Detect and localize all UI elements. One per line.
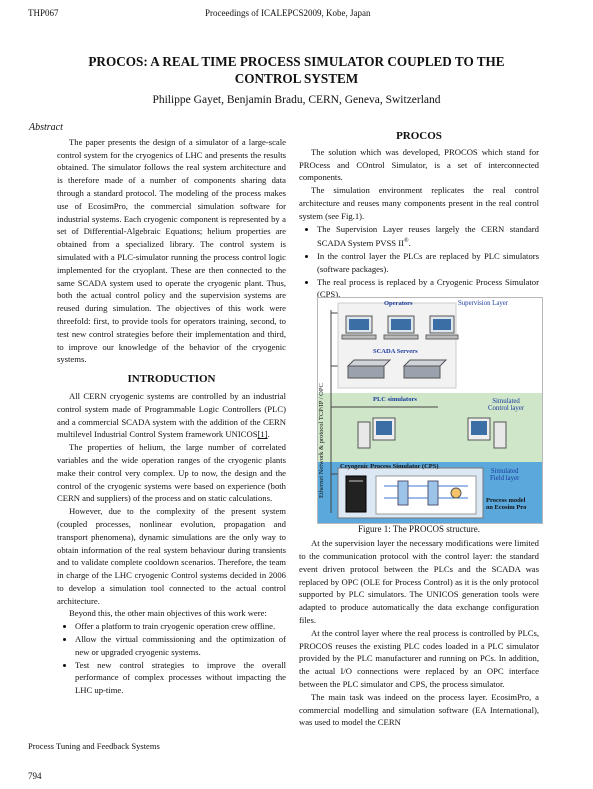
cps-server-tower-icon: [345, 475, 367, 513]
list-item: The Supervision Layer reuses largely the…: [317, 223, 539, 250]
intro-p1-text: All CERN cryogenic systems are controlle…: [57, 390, 286, 440]
process-model-line-1: Process model: [486, 497, 526, 504]
authors: Philippe Gayet, Benjamin Bradu, CERN, Ge…: [152, 94, 441, 106]
intro-paragraph-1: All CERN cryogenic systems are controlle…: [57, 390, 286, 441]
procos-paragraph-4: At the control layer where the real proc…: [299, 627, 539, 689]
title-line-2: CONTROL SYSTEM: [234, 71, 359, 86]
footer-text: Process Tuning and Feedback Systems: [28, 741, 160, 751]
procos-list: The Supervision Layer reuses largely the…: [299, 223, 539, 302]
paper-title: PROCOS: A REAL TIME PROCESS SIMULATOR CO…: [40, 53, 553, 87]
process-model-diagram-icon: [375, 475, 477, 515]
field-layer-label: Field layer: [490, 475, 520, 482]
figure-caption: Figure 1: The PROCOS structure.: [357, 524, 481, 534]
scada-server-icon: [402, 359, 448, 379]
plc-simulator-computer-icon: [357, 417, 396, 449]
procos-paragraph-1: The solution which was developed, PROCOS…: [299, 146, 539, 183]
procos-paragraph-2: The simulation environment replicates th…: [299, 185, 539, 221]
reference-link[interactable]: [1]: [257, 429, 268, 440]
abstract-text: The paper presents the design of a simul…: [57, 136, 286, 365]
procos-paragraph-5: The main task was indeed on the process …: [299, 691, 539, 728]
operators-label: Operators: [384, 300, 413, 307]
header-left: THP067: [28, 8, 59, 18]
simulated-label: Simulated: [492, 398, 520, 405]
intro-paragraph-2: The properties of helium, the large numb…: [57, 442, 286, 504]
registered-mark: ®: [404, 238, 409, 245]
network-label: Ethernet Network & protocol TCP/IP / OPC: [318, 383, 325, 498]
figure-drawing: [330, 302, 507, 519]
left-column: Abstract The paper presents the design o…: [29, 122, 286, 697]
list-item: Test new control strategies to improve t…: [75, 659, 286, 697]
bullet-text: The Supervision Layer reuses largely the…: [317, 223, 539, 249]
operator-computer-icon: [425, 315, 459, 340]
list-item: Allow the virtual commissioning and the …: [75, 633, 286, 659]
intro-p1-tail: .: [267, 429, 270, 440]
introduction-heading: INTRODUCTION: [127, 373, 216, 386]
procos-structure-figure: Operators Supervision Layer SCADA Server…: [317, 297, 543, 524]
cps-label: Cryogenic Process Simulator (CPS): [340, 463, 439, 470]
simulated-label: Simulated: [490, 468, 519, 475]
simulated-control-layer-label: Simulated Control layer: [488, 398, 524, 412]
intro-paragraph-3: However, due to the complexity of the pr…: [57, 506, 286, 606]
list-item: In the control layer the PLCs are replac…: [317, 250, 539, 276]
operator-computer-icon: [341, 315, 377, 340]
right-column: PROCOS The solution which was developed,…: [299, 122, 539, 729]
abstract-heading: Abstract: [29, 122, 63, 133]
control-layer-label: Control layer: [488, 405, 525, 412]
header-center: Proceedings of ICALEPCS2009, Kobe, Japan: [205, 8, 371, 18]
scada-server-icon: [346, 359, 392, 379]
plc-simulator-computer-icon: [467, 417, 507, 449]
objectives-list: Offer a platform to train cryogenic oper…: [57, 620, 286, 697]
intro-paragraph-4: Beyond this, the other main objectives o…: [69, 608, 267, 619]
procos-paragraph-3: At the supervision layer the necessary m…: [299, 538, 539, 626]
process-model-label: Process model on Ecosim Pro: [486, 497, 526, 511]
list-item: Offer a platform to train cryogenic oper…: [75, 620, 286, 633]
simulated-field-layer-label: Simulated Field layer: [490, 468, 519, 482]
title-line-1: PROCOS: A REAL TIME PROCESS SIMULATOR CO…: [88, 54, 505, 69]
page-number: 794: [28, 771, 42, 781]
scada-servers-label: SCADA Servers: [373, 348, 418, 355]
operator-computer-icon: [383, 315, 419, 340]
procos-heading: PROCOS: [396, 130, 442, 142]
list-item: The real process is replaced by a Cryoge…: [317, 276, 539, 302]
bullet-tail: .: [408, 238, 411, 249]
process-model-line-2: on Ecosim Pro: [486, 504, 527, 511]
supervision-layer-label: Supervision Layer: [458, 300, 509, 307]
plc-simulators-label: PLC simulators: [373, 396, 417, 403]
